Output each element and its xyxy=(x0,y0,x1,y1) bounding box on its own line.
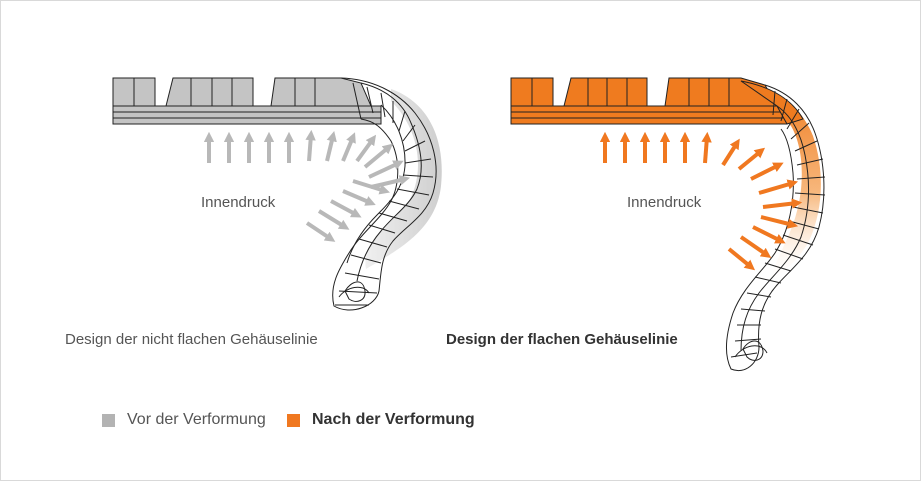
right-tire xyxy=(510,77,826,371)
legend-before-swatch xyxy=(102,413,115,427)
right-pressure-label: Innendruck xyxy=(627,194,702,211)
left-sidewall xyxy=(332,77,437,311)
left-deformed-shadow xyxy=(365,89,442,269)
legend-before-label: Vor der Verformung xyxy=(127,411,266,428)
right-tread xyxy=(510,77,804,125)
left-caption: Design der nicht flachen Gehäuselinie xyxy=(65,331,318,348)
right-sidewall xyxy=(726,84,826,371)
right-pressure-arrows xyxy=(599,131,803,271)
right-caption: Design der flachen Gehäuselinie xyxy=(446,331,678,348)
left-pressure-label: Innendruck xyxy=(201,194,276,211)
legend-after-label: Nach der Verformung xyxy=(312,411,475,428)
legend-after: Nach der Verformung xyxy=(287,411,475,429)
left-tire xyxy=(112,77,442,311)
right-deformed-shading xyxy=(741,81,821,283)
legend-after-swatch xyxy=(287,413,300,427)
legend-before: Vor der Verformung xyxy=(102,411,266,429)
left-pressure-arrows xyxy=(203,129,411,242)
left-tread xyxy=(112,77,382,125)
